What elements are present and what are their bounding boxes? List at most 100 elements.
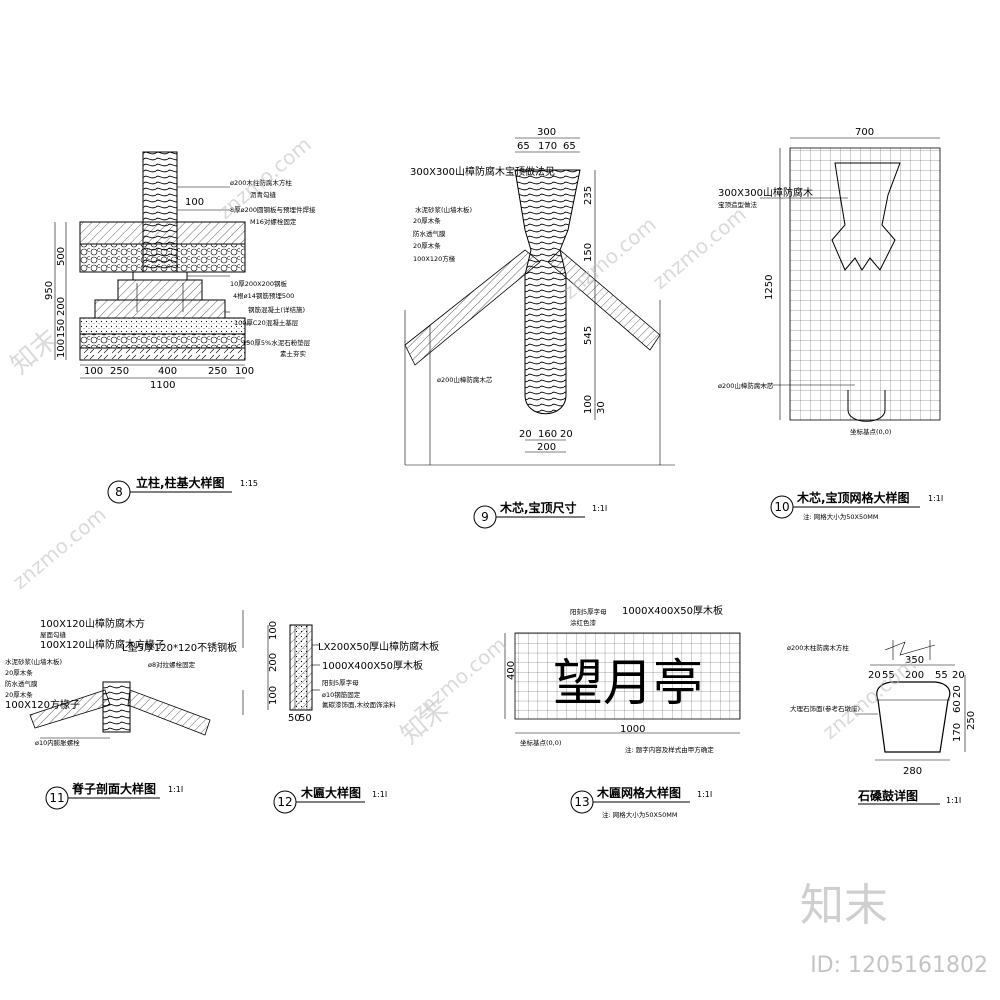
d8-callout-2: 8厚ø200圆钢板与预埋件焊接 xyxy=(230,205,316,214)
detail-stone-scale: 1:1I xyxy=(946,796,961,805)
d9-dim-bottom-0: 20 xyxy=(519,429,532,440)
d12-callout-0: LX200X50厚山樟防腐木板 xyxy=(318,640,439,653)
detail-9-title: 9 木芯,宝顶尺寸 1:1I xyxy=(473,500,607,529)
d13-callout-2: 1000X400X50厚木板 xyxy=(622,604,723,617)
detail-stone-title: 石磉鼓详图 1:1I xyxy=(857,788,961,805)
d14-dim-right-3: 250 xyxy=(966,711,977,730)
detail-9-number: 9 xyxy=(481,510,489,524)
d13-dim-bottom: 1000 xyxy=(620,724,645,735)
d10-origin: 坐标基点(0,0) xyxy=(850,427,891,436)
detail-13-note: 注: 网格大小为50X50MM xyxy=(602,810,677,819)
detail-13-number: 13 xyxy=(574,795,589,809)
d8-callout-4: 10厚200X200钢板 xyxy=(230,279,288,288)
d11-ridge-beam xyxy=(102,681,131,733)
d11-callout-6: 防水透气膜 xyxy=(5,679,38,688)
d8-dim-top-0: 100 xyxy=(185,197,204,208)
detail-12-title: 12 木匾大样图 1:1I xyxy=(273,785,387,814)
detail-9-finial: 300X300山樟防腐木宝顶做法见水泥砂浆(山墙木板)20厚木条防水透气膜20厚… xyxy=(404,127,675,466)
d14-dim-right-1: 60 xyxy=(952,700,963,713)
d10-dim-top: 700 xyxy=(855,127,874,138)
detail-stone-title-text: 石磉鼓详图 xyxy=(857,788,918,803)
d8-callout-3: M16对螺栓固定 xyxy=(250,217,297,226)
d9-bottom-callout: ø200山樟防腐木芯 xyxy=(437,375,493,384)
detail-8-title-text: 立柱,柱基大样图 xyxy=(136,475,225,490)
d9-dim-bottom-total: 200 xyxy=(537,442,556,453)
d13-callout-0: 阳刻5厚字母 xyxy=(570,607,607,616)
d12-callout-3: ø10钢筋固定 xyxy=(322,690,361,699)
d14-dim-top-part-4: 20 xyxy=(952,670,965,681)
d8-dim-bottom-2: 400 xyxy=(158,366,177,377)
watermark-id: ID: 1205161802 xyxy=(810,953,988,978)
detail-13-scale: 1:1I xyxy=(697,790,712,799)
detail-10-title-text: 木芯,宝顶网格大样图 xyxy=(796,490,910,505)
d11-callout-10: ø10内膨胀螺栓 xyxy=(35,738,80,747)
detail-11-scale: 1:1I xyxy=(168,785,183,794)
d12-callout-4: 氟碳漆饰面,木纹面饰涂料 xyxy=(322,700,396,709)
d8-dim-left-2: 200 xyxy=(56,297,67,316)
detail-10-note: 注: 网格大小为50X50MM xyxy=(803,512,878,521)
d14-dim-top-part-2: 200 xyxy=(905,670,924,681)
d8-gravel xyxy=(79,243,246,273)
detail-12-title-text: 木匾大样图 xyxy=(300,785,361,800)
detail-11-number: 11 xyxy=(49,791,64,805)
d8-dim-bottom-4: 100 xyxy=(235,366,254,377)
d12-dim-left-1: 200 xyxy=(268,653,279,672)
detail-11-title: 11 脊子剖面大样图 1:1I xyxy=(45,781,183,810)
d14-dim-top-part-3: 55 xyxy=(935,670,948,681)
d9-dim-right-1: 150 xyxy=(583,243,594,262)
d9-dim-right-2: 545 xyxy=(583,326,594,345)
watermark-logo: 知末 xyxy=(800,880,888,931)
d11-callout-7: 20厚木条 xyxy=(5,690,33,699)
d14-dim-top-part-0: 20 xyxy=(868,670,881,681)
d12-callout-1: 1000X400X50厚木板 xyxy=(322,659,423,672)
detail-12-number: 12 xyxy=(277,795,292,809)
d13-callout-1: 涂红色漆 xyxy=(570,618,597,627)
d10-callout-2: ø200山樟防腐木芯 xyxy=(718,381,774,390)
detail-8-scale: 1:15 xyxy=(240,479,258,488)
d9-finial-body xyxy=(514,169,581,415)
d9-roof-left xyxy=(404,249,541,366)
d14-dim-right-2: 170 xyxy=(952,723,963,742)
d9-dim-top-part-2: 65 xyxy=(563,141,576,152)
d10-dim-left: 1250 xyxy=(764,275,775,300)
d11-callout-4: 水泥砂浆(山墙木板) xyxy=(5,657,62,666)
detail-8-number: 8 xyxy=(115,485,123,499)
detail-9-title-text: 木芯,宝顶尺寸 xyxy=(499,500,577,515)
d14-dim-top-part-1: 55 xyxy=(882,670,895,681)
d14-dim-top: 350 xyxy=(905,655,924,666)
d12-dim-bottom-1: 50 xyxy=(299,713,312,724)
d8-callout-0: ø200木柱防腐木方柱 xyxy=(230,178,292,187)
d11-callout-8: 100X120方椽子 xyxy=(5,698,80,711)
detail-10-number: 10 xyxy=(774,500,789,514)
d10-callout-0: 300X300山樟防腐木 xyxy=(718,186,813,199)
detail-8-column-base: ø200木柱防腐木方柱沥青勾缝8厚ø200圆钢板与预埋件焊接M16对螺栓固定10… xyxy=(44,151,316,391)
d10-callout-1: 宝顶造型做法 xyxy=(718,200,758,209)
detail-11-title-text: 脊子剖面大样图 xyxy=(71,781,156,796)
detail-13-title: 13 木匾网格大样图 1:1I 注: 网格大小为50X50MM xyxy=(570,785,712,819)
d8-dim-total: 1100 xyxy=(150,380,175,391)
d8-dim-left-0: 500 xyxy=(56,247,67,266)
d9-dim-bottom-2: 20 xyxy=(560,429,573,440)
d11-callout-2: 100X120山樟防腐木方椽子 xyxy=(40,638,165,651)
d13-footnote: 注: 题字内容及样式由甲方确定 xyxy=(625,745,714,754)
d10-grid-panel xyxy=(789,147,941,421)
d8-soil xyxy=(79,347,246,361)
d9-dim-right-3: 100 xyxy=(583,395,594,414)
detail-9-scale: 1:1I xyxy=(592,504,607,513)
d9-dim-top-part-1: 170 xyxy=(538,141,557,152)
d12-dim-bottom-0: 50 xyxy=(288,713,301,724)
detail-12-scale: 1:1I xyxy=(372,790,387,799)
d9-callout-3: 防水透气膜 xyxy=(413,229,446,238)
detail-10-title: 10 木芯,宝顶网格大样图 1:1I 注: 网格大小为50X50MM xyxy=(770,490,943,521)
d8-paving xyxy=(79,221,246,245)
d9-callout-4: 20厚木条 xyxy=(413,241,441,250)
d8-footing xyxy=(94,299,226,319)
d14-callout-1: 大理石饰面(参考石墩座) xyxy=(790,704,860,713)
d8-dim-bottom-1: 250 xyxy=(110,366,129,377)
d8-steel-plate xyxy=(132,271,188,281)
d13-grid-panel xyxy=(514,632,741,720)
d8-callout-7: 100厚C20混凝土基层 xyxy=(234,318,299,327)
d8-cushion xyxy=(79,333,246,349)
